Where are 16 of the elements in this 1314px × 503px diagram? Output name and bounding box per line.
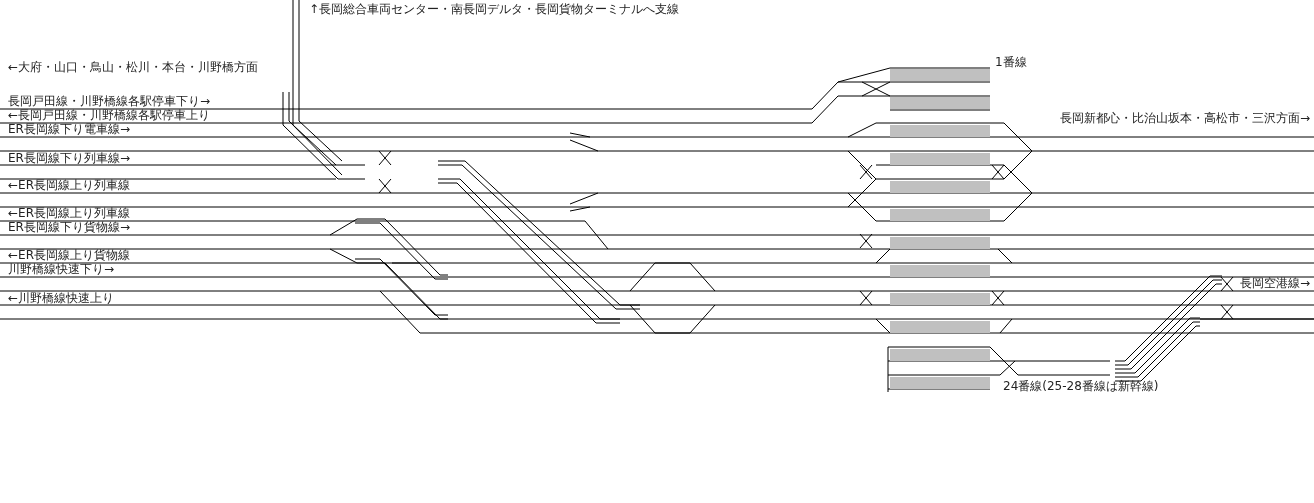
line-label: ←ER長岡線上り貨物線	[8, 249, 130, 262]
direction-label: 長岡新都心・比治山坂本・高松市・三沢方面→	[1059, 112, 1310, 125]
line-label: ER長岡線下り貨物線→	[8, 221, 130, 234]
line-label: ←長岡戸田線・川野橋線各駅停車上り	[8, 109, 211, 122]
line-label: 長岡空港線→	[1239, 277, 1310, 290]
line-label: ER長岡線下り電車線→	[8, 123, 130, 136]
line-label: ←ER長岡線上り列車線	[8, 207, 130, 220]
line-label: ER長岡線下り列車線→	[8, 152, 130, 165]
track-number-label: 24番線(25-28番線は新幹線)	[1003, 380, 1159, 393]
line-label: ←川野橋線快速上り	[8, 292, 115, 305]
line-label: 長岡戸田線・川野橋線各駅停車下り→	[8, 95, 211, 108]
line-label: ←ER長岡線上り列車線	[8, 179, 130, 192]
direction-label: ←大府・山口・鳥山・松川・本台・川野橋方面	[8, 61, 259, 74]
track-number-label: 1番線	[995, 56, 1027, 69]
line-label: 川野橋線快速下り→	[8, 263, 115, 276]
direction-label: ↑長岡総合車両センター・南長岡デルタ・長岡貨物ターミナルへ支線	[309, 3, 680, 16]
